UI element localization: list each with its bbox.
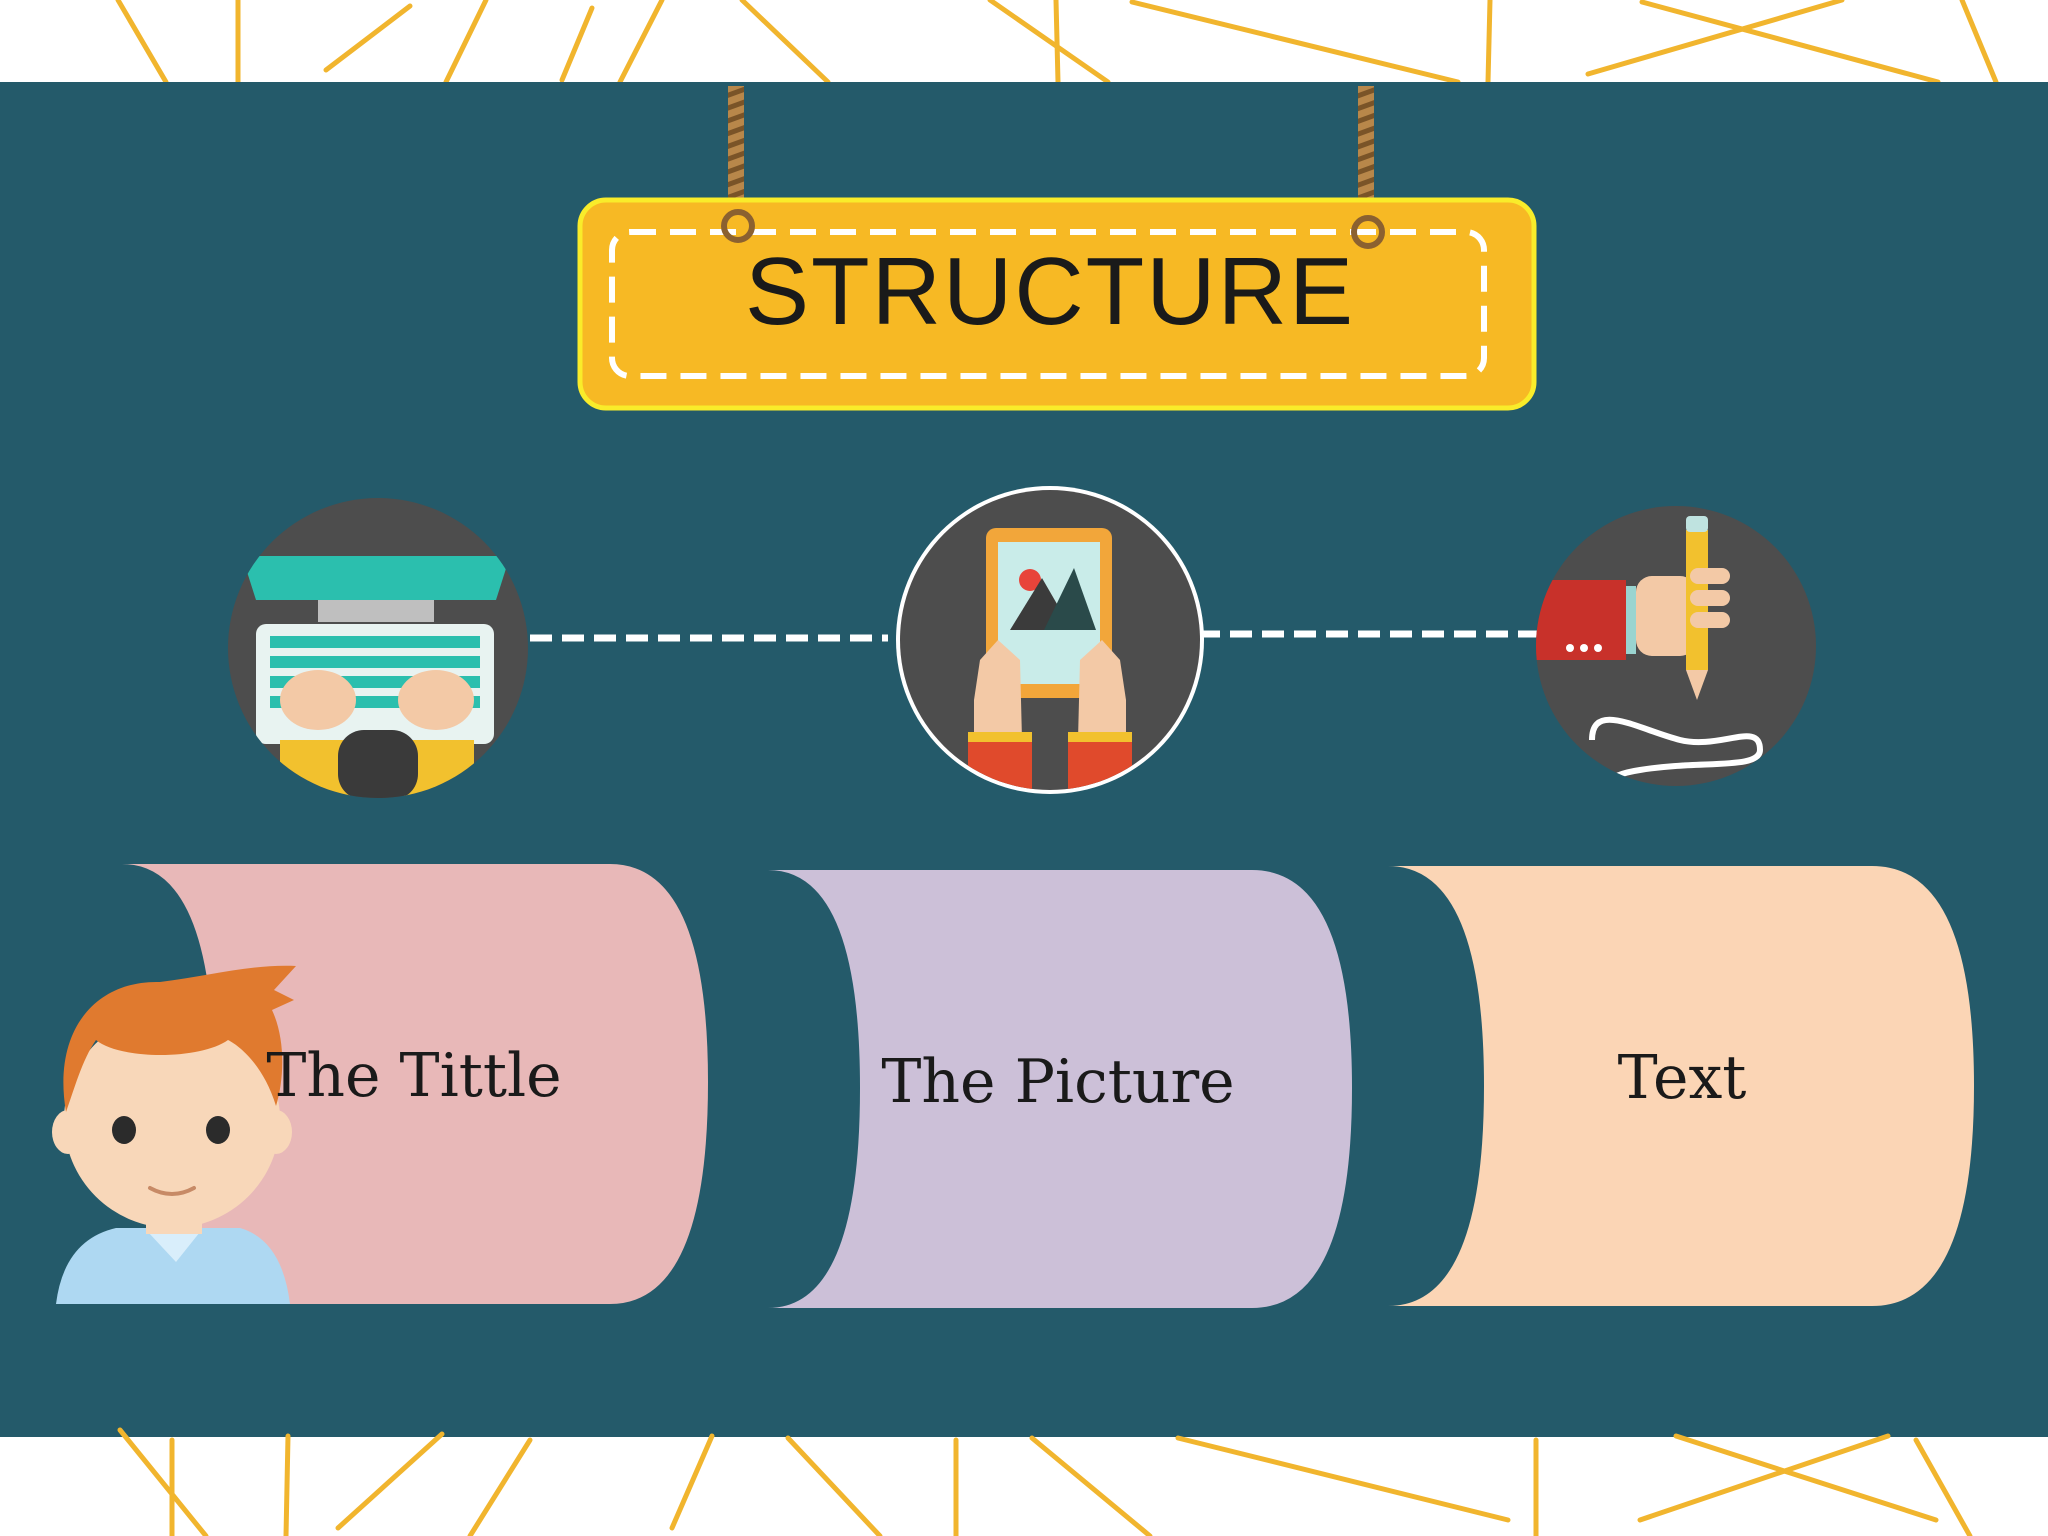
section-shape-picture	[768, 870, 1352, 1308]
bottom-decor-lines	[117, 1427, 1973, 1536]
rope-ring-left	[721, 209, 755, 243]
top-decor-lines	[115, 0, 1999, 85]
rope-left	[728, 86, 744, 226]
section-label-title: The Tittle	[266, 1041, 562, 1111]
slide-title: STRUCTURE	[745, 238, 1355, 345]
sign-board	[577, 197, 1537, 411]
rope-ring-right	[1351, 215, 1385, 249]
sign-dashed-border	[609, 229, 1487, 379]
section-shape-text	[1388, 866, 1974, 1306]
section-label-text: Text	[1617, 1043, 1747, 1113]
section-label-picture: The Picture	[881, 1047, 1235, 1117]
